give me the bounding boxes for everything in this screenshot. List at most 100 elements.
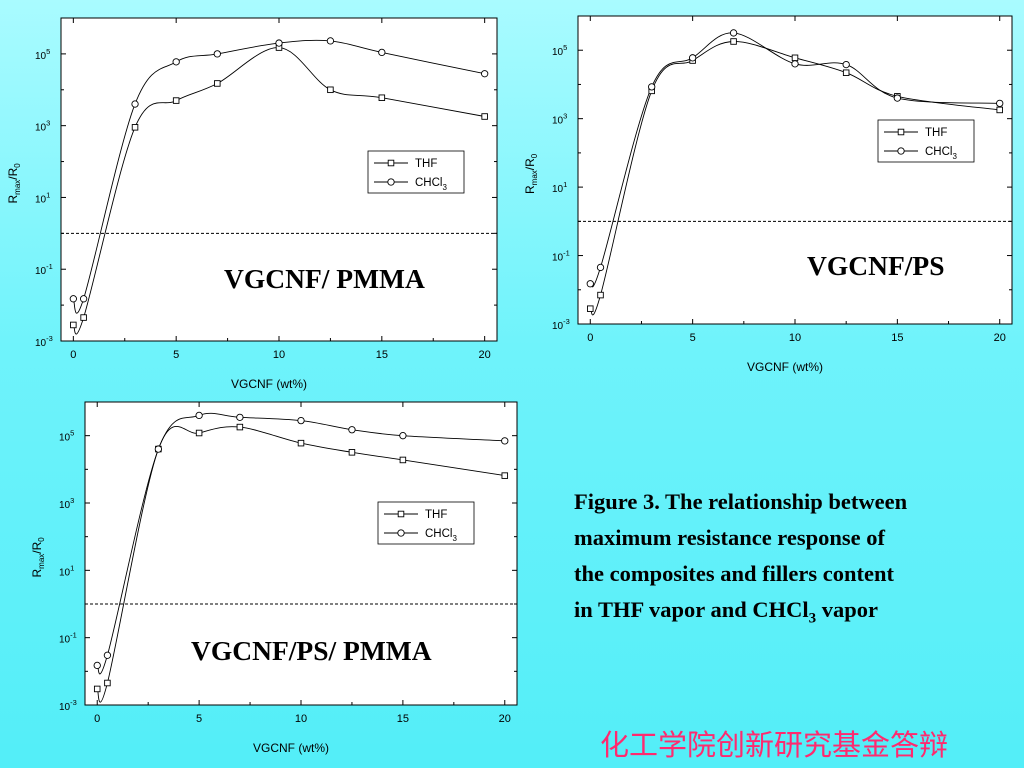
x-tick-label: 10 — [273, 349, 285, 361]
data-point-thf — [93, 685, 101, 693]
data-point-chcl3 — [69, 295, 77, 303]
data-point-chcl3 — [154, 445, 163, 453]
chart-title: VGCNF/ PMMA — [224, 263, 425, 294]
data-point-chcl3 — [842, 60, 850, 69]
data-point-chcl3 — [996, 99, 1004, 108]
data-point-chcl3 — [213, 50, 221, 58]
y-tick-label: 10-3 — [35, 334, 53, 349]
data-point-chcl3 — [103, 651, 112, 659]
x-tick-label: 20 — [499, 713, 511, 725]
data-point-chcl3 — [348, 426, 356, 434]
data-point-thf — [131, 124, 139, 131]
data-point-thf — [80, 314, 87, 321]
data-point-chcl3 — [791, 60, 799, 68]
y-tick-label: 103 — [59, 496, 74, 511]
legend-box — [377, 501, 475, 545]
legend-marker — [897, 147, 905, 155]
data-point-thf — [348, 449, 356, 456]
y-tick-label: 10-3 — [552, 317, 570, 332]
series-line-thf — [96, 426, 505, 703]
chart-title: VGCNF/PS — [807, 250, 945, 281]
x-tick-label: 10 — [789, 332, 801, 344]
series-line-chcl3 — [96, 412, 505, 675]
y-tick-label: 105 — [59, 429, 74, 444]
x-tick-label: 0 — [587, 332, 593, 344]
data-point-chcl3 — [893, 94, 902, 102]
x-axis-label: VGCNF (wt%) — [253, 741, 329, 755]
caption-line-4-text: in THF vapor and CHCl — [574, 597, 809, 622]
legend-marker — [397, 529, 405, 537]
y-tick-label: 101 — [59, 563, 74, 578]
data-point-thf — [172, 97, 180, 104]
y-axis-label: Rmax/R0 — [523, 153, 539, 194]
y-tick-label: 10-1 — [552, 249, 570, 264]
y-axis-label: Rmax/R0 — [6, 163, 22, 204]
data-point-chcl3 — [378, 48, 386, 57]
series-line-thf — [589, 41, 1000, 316]
data-point-chcl3 — [586, 280, 594, 288]
data-point-thf — [501, 472, 509, 479]
data-point-chcl3 — [596, 263, 605, 272]
x-tick-label: 15 — [376, 349, 388, 361]
data-point-thf — [481, 113, 488, 120]
legend-box — [877, 119, 975, 163]
data-point-chcl3 — [79, 295, 88, 303]
x-axis-label: VGCNF (wt%) — [747, 360, 823, 374]
y-tick-label: 105 — [35, 47, 50, 62]
x-tick-label: 5 — [690, 332, 696, 344]
y-tick-label: 101 — [552, 180, 567, 195]
legend-box — [367, 150, 465, 194]
data-point-chcl3 — [688, 54, 697, 62]
x-axis-label: VGCNF (wt%) — [231, 377, 307, 391]
caption-line-4-subscript: 3 — [808, 610, 817, 627]
caption-line-4-tail: vapor — [816, 597, 879, 622]
y-tick-label: 10-1 — [35, 262, 53, 277]
data-point-chcl3 — [195, 411, 203, 420]
data-point-chcl3 — [93, 661, 101, 670]
y-tick-label: 105 — [552, 43, 567, 58]
data-point-chcl3 — [131, 100, 139, 108]
data-point-chcl3 — [326, 37, 335, 45]
data-point-chcl3 — [297, 416, 305, 425]
x-tick-label: 15 — [891, 332, 903, 344]
data-point-chcl3 — [648, 83, 656, 91]
data-point-thf — [104, 679, 111, 687]
legend-marker — [387, 159, 395, 167]
data-point-chcl3 — [172, 58, 180, 66]
data-point-thf — [842, 69, 850, 76]
y-tick-label: 10-3 — [59, 698, 77, 713]
data-point-chcl3 — [501, 437, 509, 445]
data-point-thf — [597, 291, 604, 299]
x-tick-label: 0 — [70, 349, 76, 361]
series-line-chcl3 — [72, 39, 485, 314]
data-point-thf — [327, 86, 334, 94]
data-point-thf — [297, 439, 305, 447]
caption-line-4: in THF vapor and CHCl3 vapor — [574, 592, 1004, 637]
legend-label: THF — [925, 127, 947, 139]
data-point-thf — [587, 305, 594, 312]
data-point-thf — [195, 429, 203, 437]
x-tick-label: 15 — [397, 713, 409, 725]
y-axis-label: Rmax/R0 — [30, 537, 46, 578]
data-point-thf — [214, 80, 221, 87]
data-point-chcl3 — [729, 29, 738, 37]
legend-marker — [387, 178, 395, 186]
figure-caption: Figure 3. The relationship between maxim… — [574, 484, 1004, 637]
data-point-thf — [378, 94, 386, 101]
x-tick-label: 0 — [94, 713, 100, 725]
caption-line-3: the composites and fillers content — [574, 561, 894, 586]
x-tick-label: 20 — [994, 332, 1006, 344]
caption-line-2: maximum resistance response of — [574, 525, 886, 550]
legend-label: CHCl3 — [415, 177, 447, 192]
y-tick-label: 103 — [35, 119, 50, 134]
data-point-thf — [399, 456, 407, 464]
data-point-thf — [236, 423, 244, 431]
